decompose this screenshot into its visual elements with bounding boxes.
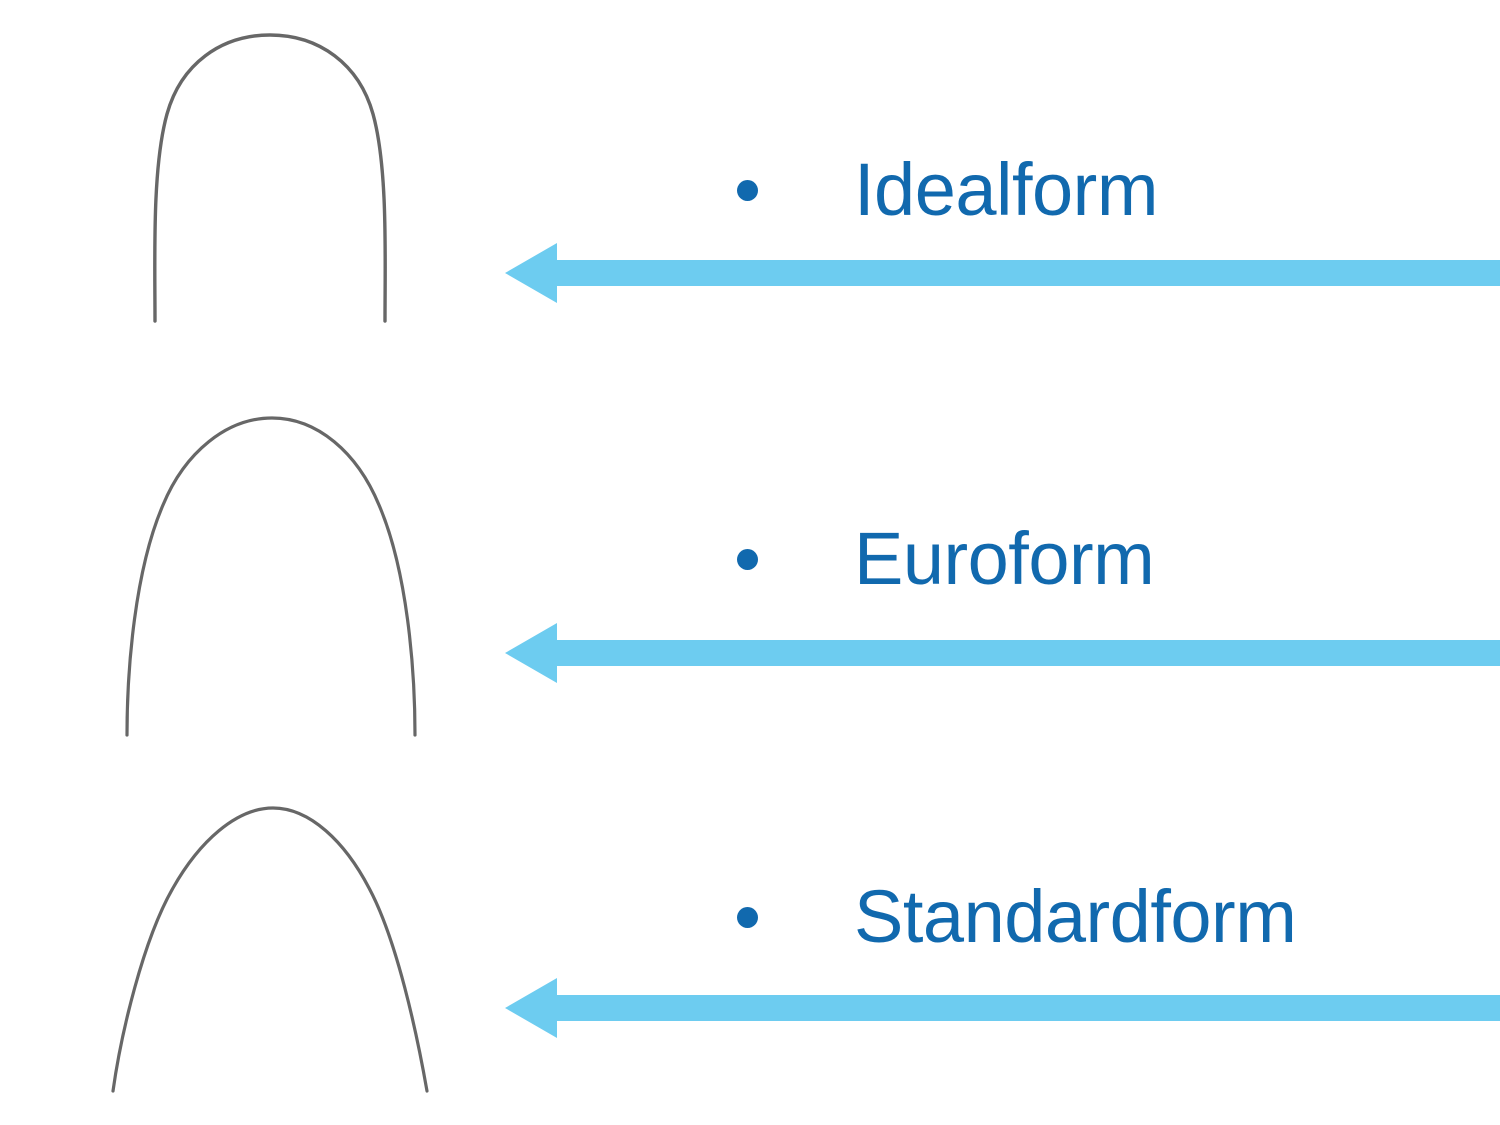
arrow-left-euroform	[505, 620, 1500, 686]
bullet-dot-icon	[737, 179, 758, 201]
arrow-svg-idealform	[505, 243, 1500, 303]
archwire-path-idealform	[153, 33, 387, 323]
archwire-svg-standardform	[111, 806, 429, 1093]
archwire-svg-idealform	[153, 33, 387, 323]
archwire-diagram-euroform	[70, 400, 470, 750]
archwire-path-euroform	[125, 416, 417, 737]
label-idealform: Idealform	[854, 148, 1158, 231]
bullet-dot-icon	[737, 548, 758, 570]
left-arrow-icon	[505, 623, 1500, 683]
archwire-diagram-idealform	[70, 18, 470, 338]
arrow-left-standardform	[505, 975, 1500, 1041]
bullet-item-standardform: Standardform	[737, 872, 1297, 962]
left-arrow-icon	[505, 978, 1500, 1038]
label-euroform: Euroform	[854, 517, 1155, 600]
arrow-svg-euroform	[505, 623, 1500, 683]
left-arrow-icon	[505, 243, 1500, 303]
archwire-diagram-standardform	[70, 788, 470, 1108]
arrow-svg-standardform	[505, 978, 1500, 1038]
archwire-path-standardform	[111, 806, 429, 1093]
bullet-item-idealform: Idealform	[737, 145, 1158, 235]
label-standardform: Standardform	[854, 875, 1297, 958]
bullet-dot-icon	[737, 906, 758, 928]
arrow-left-idealform	[505, 240, 1500, 306]
bullet-item-euroform: Euroform	[737, 514, 1155, 604]
archwire-svg-euroform	[125, 416, 417, 737]
